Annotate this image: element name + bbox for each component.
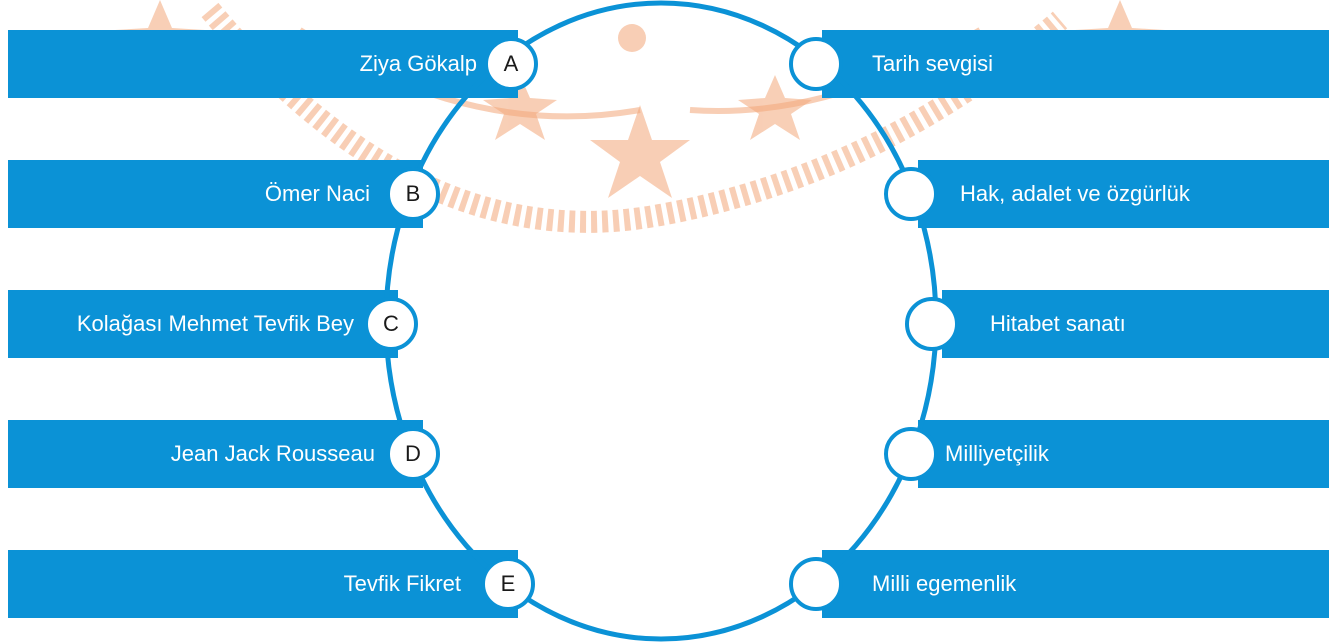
left-item-label: Ömer Naci [264, 181, 370, 206]
left-item-label: Ziya Gökalp [359, 51, 477, 76]
star-shape-center [590, 105, 690, 198]
letter-badge: E [481, 557, 535, 611]
left-item-label: Tevfik Fikret [343, 571, 461, 596]
right-bar: Milliyetçilik [918, 420, 1329, 488]
right-bar: Hitabet sanatı [942, 290, 1329, 358]
right-bar: Hak, adalet ve özgürlük [918, 160, 1329, 228]
answer-circle[interactable] [789, 557, 843, 611]
left-item-label: Kolağası Mehmet Tevfik Bey [76, 311, 354, 336]
star-shape-small-left [483, 75, 557, 140]
letter-badge: D [386, 427, 440, 481]
left-bar: Tevfik Fikret [8, 550, 518, 618]
letter-badge: A [484, 37, 538, 91]
letter-badge: C [364, 297, 418, 351]
central-ring-ellipse [383, 0, 939, 642]
left-bar: Ömer Naci [8, 160, 423, 228]
right-item-label: Hitabet sanatı [990, 311, 1126, 336]
right-item-label: Tarih sevgisi [872, 51, 994, 76]
left-bar: Jean Jack Rousseau [8, 420, 423, 488]
right-bar: Tarih sevgisi [822, 30, 1329, 98]
letter-badge: B [386, 167, 440, 221]
answer-circle[interactable] [884, 167, 938, 221]
answer-circle[interactable] [905, 297, 959, 351]
right-item-label: Hak, adalet ve özgürlük [960, 181, 1190, 206]
left-bar: Ziya Gökalp [8, 30, 518, 98]
right-item-label: Milli egemenlik [872, 571, 1017, 596]
answer-circle[interactable] [789, 37, 843, 91]
emblem-dot [618, 24, 646, 52]
answer-circle[interactable] [884, 427, 938, 481]
left-bar: Kolağası Mehmet Tevfik Bey [8, 290, 398, 358]
left-item-label: Jean Jack Rousseau [170, 441, 375, 466]
star-shape-small-right [738, 75, 812, 140]
right-bar: Milli egemenlik [822, 550, 1329, 618]
right-item-label: Milliyetçilik [945, 441, 1049, 466]
